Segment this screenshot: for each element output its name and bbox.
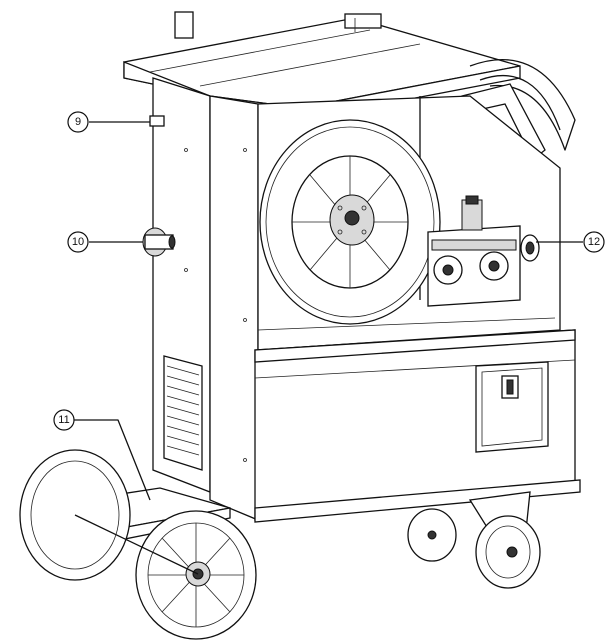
svg-text:9: 9 <box>75 116 81 128</box>
callout-12: 12 <box>536 231 605 253</box>
svg-text:12: 12 <box>588 236 600 248</box>
wheels <box>19 449 541 640</box>
gas-inlet-fitting <box>149 115 165 127</box>
ventilation-grille <box>163 355 203 471</box>
wire-spool <box>259 119 441 325</box>
svg-text:10: 10 <box>72 236 84 248</box>
wire-feeder <box>427 195 540 307</box>
callout-9: 9 <box>67 111 150 133</box>
lower-door-latch <box>475 361 549 453</box>
callout-11: 11 <box>53 409 151 501</box>
svg-text:11: 11 <box>58 414 69 426</box>
callout-10: 10 <box>67 231 143 253</box>
